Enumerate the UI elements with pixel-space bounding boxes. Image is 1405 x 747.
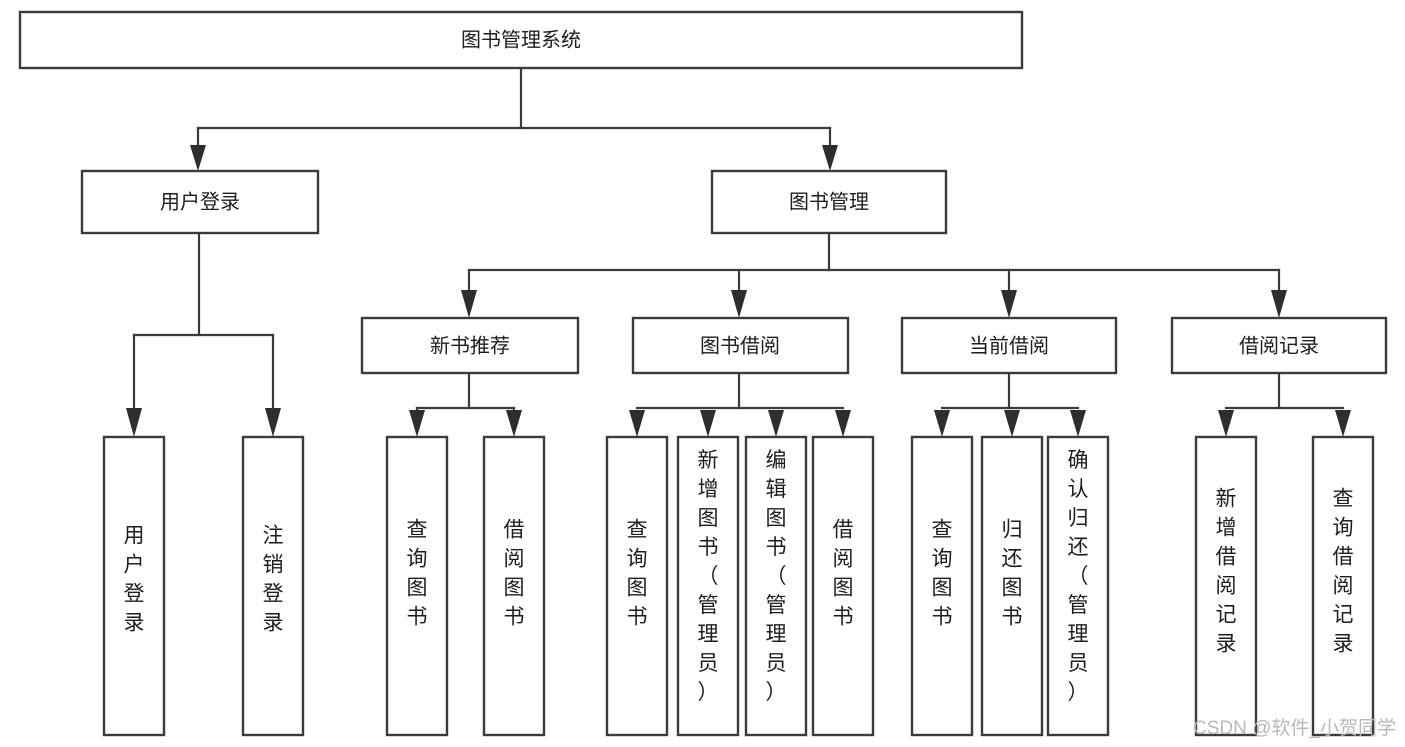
arrow-head-root-2 (822, 145, 838, 171)
arrow-head-newbook-2 (506, 410, 522, 437)
connector-group-book-manage (461, 231, 1287, 318)
arrow-head-bookborrow-3 (768, 410, 784, 437)
connector-group-root (190, 66, 838, 171)
node-leaf-0-label: 用户登录 (124, 525, 145, 635)
node-leaf-11[interactable]: 新增借阅记录 (1194, 435, 1258, 737)
node-level2-1-label: 图书管理 (789, 190, 869, 213)
node-leaf-1[interactable]: 注销登录 (241, 435, 305, 737)
node-leaf-3-box[interactable] (482, 435, 546, 737)
node-leaf-4-label: 查询图书 (627, 519, 648, 629)
node-leaf-1-label: 注销登录 (263, 525, 284, 635)
node-level3-2[interactable]: 当前借阅 (900, 316, 1118, 375)
node-level3-2-box[interactable] (900, 316, 1118, 375)
node-level2-0[interactable]: 用户登录 (80, 169, 320, 235)
node-level2-1-box[interactable] (710, 169, 948, 235)
arrow-head-bookmanage-4 (1271, 290, 1287, 318)
node-leaf-0-box[interactable] (102, 435, 166, 737)
connector-group-user-login (126, 231, 281, 437)
node-level3-0-label: 新书推荐 (430, 334, 510, 357)
node-level3-3-label: 借阅记录 (1239, 334, 1319, 357)
node-leaf-3-label: 借阅图书 (504, 519, 525, 629)
connector-group-borrow-record (1218, 371, 1351, 437)
csdn-watermark: CSDN @软件_小贺同学 (1193, 717, 1396, 739)
node-leaf-6-box[interactable] (744, 435, 808, 737)
node-leaf-5-box[interactable] (676, 435, 740, 737)
node-leaf-5-label: 新增图书（管理员） (698, 449, 719, 704)
node-root-label: 图书管理系统 (461, 28, 581, 51)
node-level3-2-label: 当前借阅 (969, 334, 1049, 357)
arrow-head-bookborrow-4 (835, 410, 851, 437)
node-leaf-10[interactable]: 确认归还（管理员） (1046, 435, 1110, 737)
arrow-head-userlogin-1 (126, 408, 142, 437)
node-level3-3-box[interactable] (1170, 316, 1388, 375)
node-leaf-2-box[interactable] (385, 435, 449, 737)
node-leaf-4[interactable]: 查询图书 (605, 435, 669, 737)
node-leaf-7[interactable]: 借阅图书 (811, 435, 875, 737)
node-leaf-12-box[interactable] (1311, 435, 1375, 737)
arrow-head-currentborrow-2 (1004, 410, 1020, 437)
node-root-box[interactable] (18, 10, 1024, 70)
node-root[interactable]: 图书管理系统 (18, 10, 1024, 70)
node-leaf-8[interactable]: 查询图书 (910, 435, 974, 737)
node-level3-1-box[interactable] (631, 316, 850, 375)
node-leaf-9-label: 归还图书 (1002, 519, 1023, 629)
node-leaf-9[interactable]: 归还图书 (980, 435, 1044, 737)
node-leaf-3[interactable]: 借阅图书 (482, 435, 546, 737)
node-leaf-2[interactable]: 查询图书 (385, 435, 449, 737)
node-leaf-7-box[interactable] (811, 435, 875, 737)
node-leaf-6-label: 编辑图书（管理员） (766, 449, 787, 704)
node-leaf-6[interactable]: 编辑图书（管理员） (744, 435, 808, 737)
arrow-head-bookmanage-3 (1001, 290, 1017, 318)
arrow-head-bookborrow-2 (700, 410, 716, 437)
node-leaf-5[interactable]: 新增图书（管理员） (676, 435, 740, 737)
connector-group-book-borrow (629, 371, 851, 437)
node-leaf-8-box[interactable] (910, 435, 974, 737)
node-leaf-10-label: 确认归还（管理员） (1068, 449, 1089, 704)
arrow-head-userlogin-2 (265, 408, 281, 437)
arrow-head-bookmanage-2 (731, 290, 747, 318)
node-leaf-0[interactable]: 用户登录 (102, 435, 166, 737)
node-level3-3[interactable]: 借阅记录 (1170, 316, 1388, 375)
arrow-head-borrowrecord-1 (1218, 410, 1234, 437)
node-leaf-11-label: 新增借阅记录 (1216, 488, 1237, 656)
arrow-head-bookborrow-1 (629, 410, 645, 437)
node-leaf-9-box[interactable] (980, 435, 1044, 737)
node-leaf-11-box[interactable] (1194, 435, 1258, 737)
node-leaf-7-label: 借阅图书 (833, 519, 854, 629)
arrow-head-bookmanage-1 (461, 290, 477, 318)
node-leaf-12-label: 查询借阅记录 (1333, 488, 1354, 656)
arrow-head-root-1 (190, 145, 206, 171)
node-level2-0-box[interactable] (80, 169, 320, 235)
node-level3-1[interactable]: 图书借阅 (631, 316, 850, 375)
node-leaf-2-label: 查询图书 (407, 519, 428, 629)
arrow-head-newbook-1 (409, 410, 425, 437)
arrow-head-currentborrow-1 (934, 410, 950, 437)
node-level2-1[interactable]: 图书管理 (710, 169, 948, 235)
arrow-head-currentborrow-3 (1070, 410, 1086, 437)
node-leaf-12[interactable]: 查询借阅记录 (1311, 435, 1375, 737)
node-level3-0-box[interactable] (360, 316, 580, 375)
arrow-head-borrowrecord-2 (1335, 410, 1351, 437)
node-leaf-10-box[interactable] (1046, 435, 1110, 737)
node-level3-0[interactable]: 新书推荐 (360, 316, 580, 375)
node-leaf-1-box[interactable] (241, 435, 305, 737)
connector-group-current-borrow (934, 371, 1086, 437)
node-leaf-8-label: 查询图书 (932, 519, 953, 629)
connector-group-new-book (409, 371, 522, 437)
node-level3-1-label: 图书借阅 (700, 334, 780, 357)
node-level2-0-label: 用户登录 (160, 190, 240, 213)
node-leaf-4-box[interactable] (605, 435, 669, 737)
